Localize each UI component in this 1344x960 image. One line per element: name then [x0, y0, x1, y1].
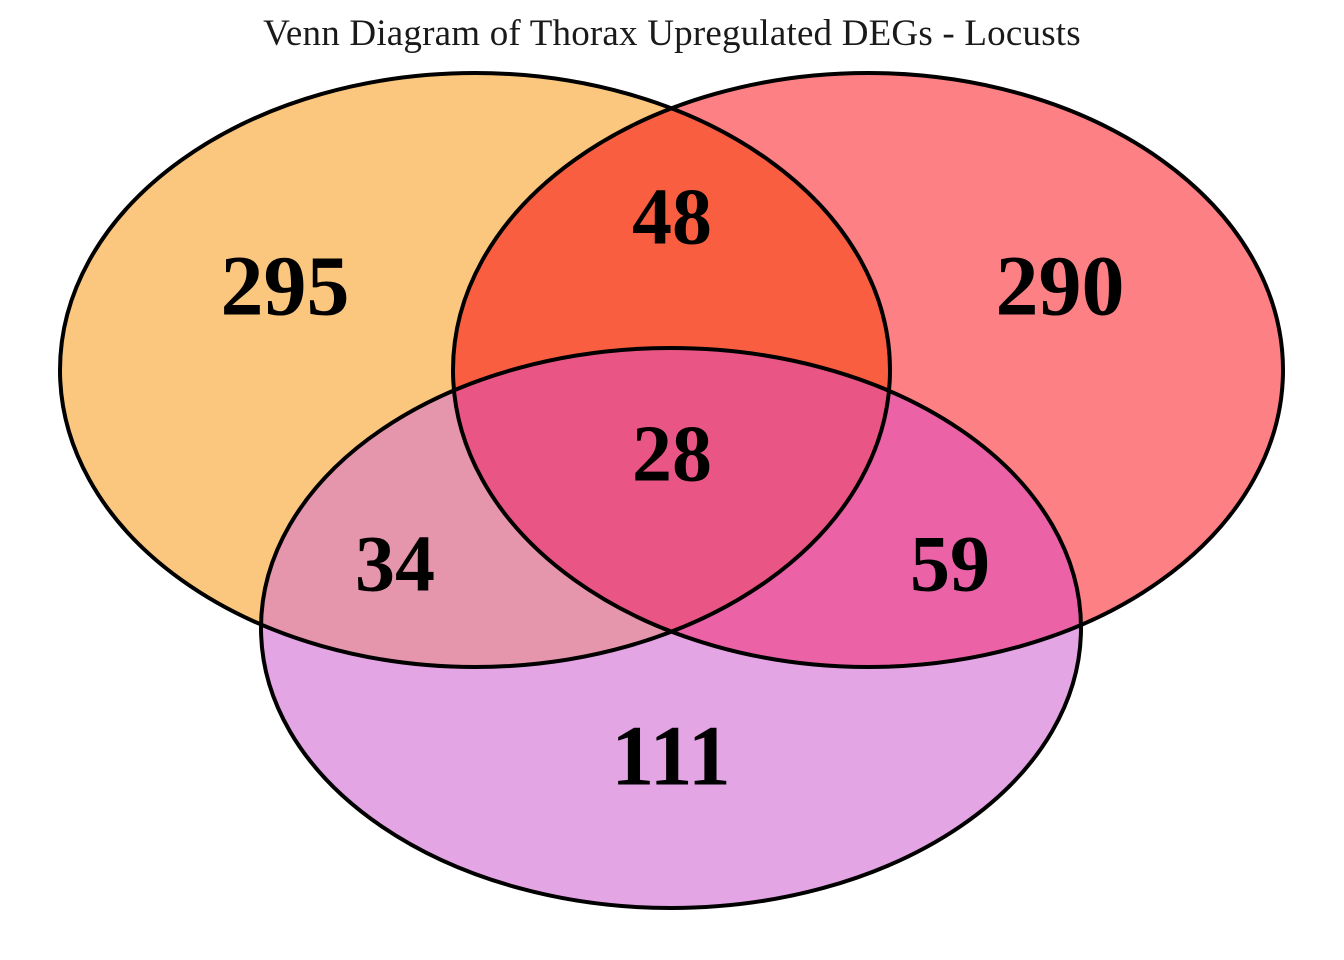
- count-b-only: 290: [996, 238, 1125, 334]
- count-abc: 28: [632, 410, 712, 498]
- count-c-only: 111: [611, 708, 731, 804]
- set-a-outline: [58, 71, 892, 669]
- count-bc: 59: [910, 520, 990, 608]
- page-title: Venn Diagram of Thorax Upregulated DEGs …: [263, 13, 1081, 54]
- count-ac: 34: [355, 520, 435, 608]
- count-ab: 48: [632, 173, 712, 261]
- count-a-only: 295: [221, 238, 350, 334]
- set-b-outline: [451, 71, 1285, 669]
- set-c-outline: [259, 346, 1083, 910]
